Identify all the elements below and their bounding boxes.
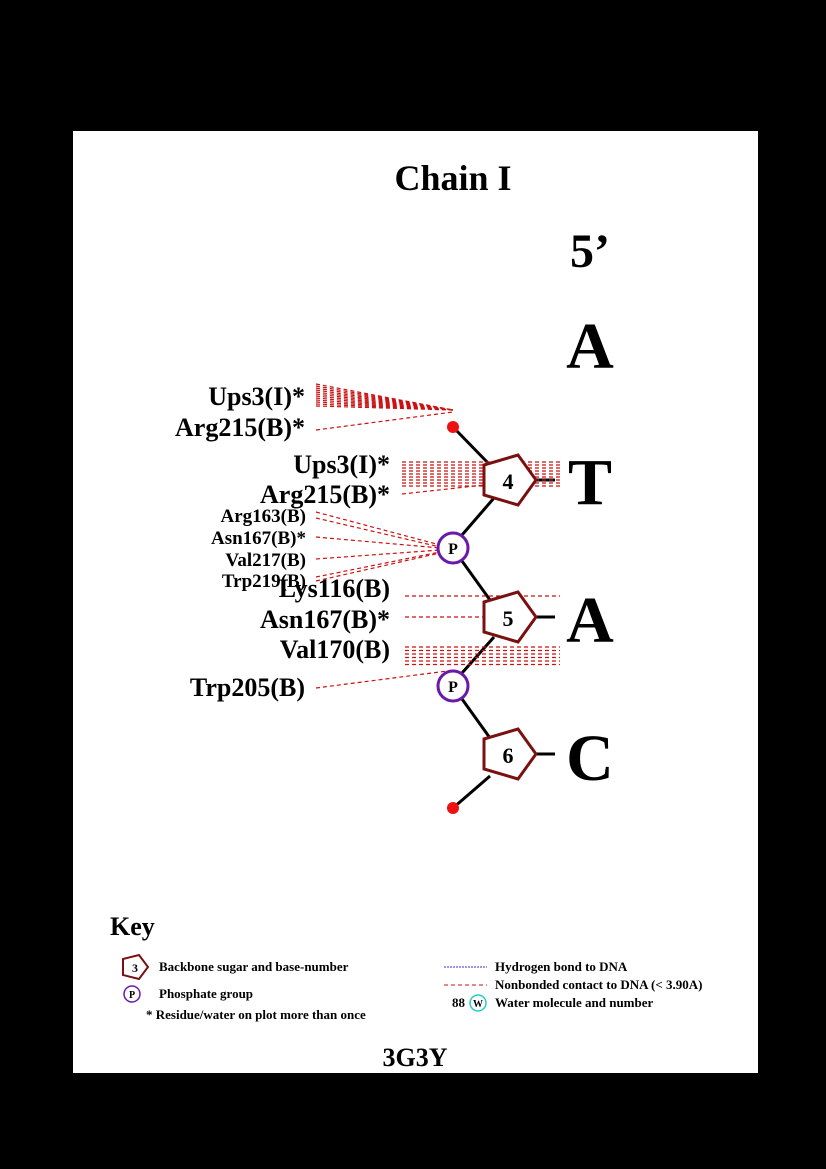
contact-line-arg163	[315, 517, 441, 548]
phosphate-1: P	[436, 531, 470, 565]
sugar-number-5: 5	[503, 606, 514, 631]
base-c: C	[566, 722, 614, 795]
contact-line-ups3-top	[315, 383, 454, 411]
nonbonded-contacts	[315, 383, 560, 689]
sugar-number-6: 6	[503, 743, 514, 768]
key-asterisk-text: * Residue/water on plot more than once	[146, 1007, 366, 1022]
key-sugar-symbol: 3	[122, 953, 150, 981]
contact-line-ups3-top	[315, 397, 454, 411]
terminal-dot-top	[447, 421, 459, 433]
contact-line-ups3-top	[315, 395, 454, 411]
chain-title: Chain I	[394, 158, 511, 198]
contact-line-ups3-top	[315, 389, 454, 411]
residue-asn167-phosphate: Asn167(B)*	[211, 528, 306, 549]
contact-line-trp219	[315, 551, 441, 578]
terminal-dot-bottom	[447, 802, 459, 814]
contact-line-arg215-top	[315, 411, 454, 431]
sugar-6: 6	[482, 727, 538, 781]
contact-line-ups3-top	[315, 387, 454, 411]
key-water-number: 88	[452, 995, 466, 1010]
key-phosphate-letter: P	[129, 990, 135, 1001]
key-sugar-number: 3	[132, 961, 138, 975]
key-water-text: Water molecule and number	[495, 995, 654, 1010]
phosphate-2: P	[436, 669, 470, 703]
contact-line-trp205	[315, 669, 456, 689]
key-phosphate-symbol: P	[123, 985, 141, 1003]
contact-line-ups3-top	[315, 393, 454, 411]
base-t: T	[568, 446, 612, 519]
key-nonbonded-text: Nonbonded contact to DNA (< 3.90A)	[495, 977, 702, 992]
key-phosphate-text: Phosphate group	[159, 986, 253, 1001]
key-sugar-text: Backbone sugar and base-number	[159, 959, 349, 974]
contact-line-arg163	[315, 511, 441, 546]
residue-trp219: Trp219(B)	[222, 571, 306, 592]
contact-line-ups3-top	[315, 405, 454, 411]
residue-val170: Val170(B)	[280, 635, 390, 664]
base-a-first: A	[566, 310, 614, 383]
contact-line-ups3-top	[315, 399, 454, 411]
backbone	[451, 425, 555, 810]
residue-arg215-top: Arg215(B)*	[175, 413, 305, 442]
base-a: A	[566, 584, 614, 657]
contact-line-arg215-sugar	[401, 484, 485, 495]
residue-ups3-top: Ups3(I)*	[208, 382, 305, 411]
sugar-4: 4	[482, 453, 538, 507]
pdb-code: 3G3Y	[383, 1043, 448, 1072]
residue-lys116: Lys116(B)	[279, 574, 390, 603]
residue-arg163: Arg163(B)	[221, 506, 306, 527]
contact-line-ups3-top	[315, 401, 454, 411]
residue-val217: Val217(B)	[225, 550, 306, 571]
sugar-5: 5	[482, 590, 538, 644]
residue-ups3-sugar: Ups3(I)*	[293, 450, 390, 479]
key-title: Key	[110, 912, 155, 941]
residue-asn167-sugar: Asn167(B)*	[260, 605, 390, 634]
plot-sheet	[73, 131, 758, 1073]
phosphate-label-2: P	[448, 679, 458, 696]
five-prime-label: 5’	[570, 225, 610, 278]
phosphate-label-1: P	[448, 541, 458, 558]
contact-line-trp219	[315, 552, 441, 582]
residue-trp205: Trp205(B)	[190, 673, 305, 702]
contact-line-ups3-top	[315, 403, 454, 411]
contact-line-ups3-top	[315, 391, 454, 411]
residue-arg215-sugar: Arg215(B)*	[260, 480, 390, 509]
contact-line-ups3-top	[315, 385, 454, 411]
sugar-number-4: 4	[503, 469, 514, 494]
key-water-symbol: W	[469, 994, 487, 1012]
key-water-letter: W	[473, 999, 483, 1010]
key-hbond-text: Hydrogen bond to DNA	[495, 959, 628, 974]
